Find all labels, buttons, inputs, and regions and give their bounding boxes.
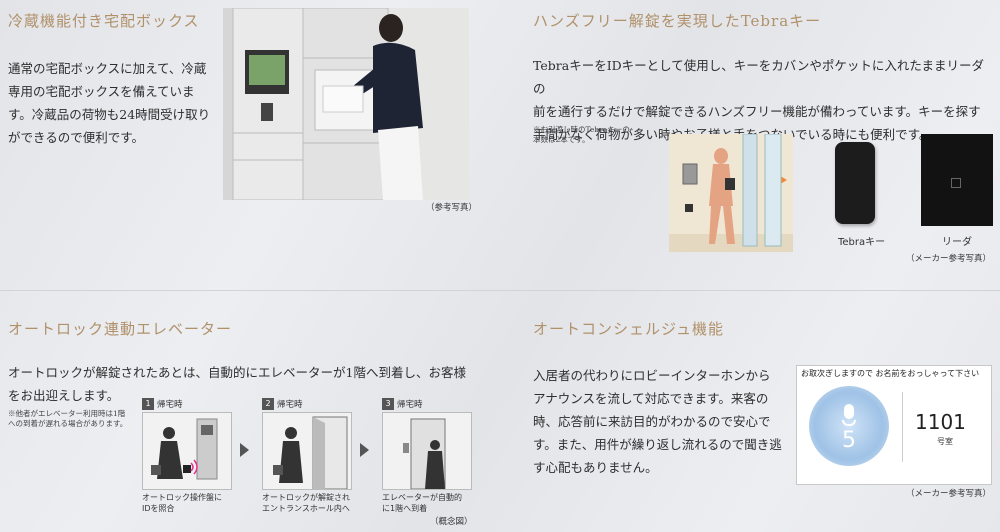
room-number: 1101 [915,410,966,434]
fridge-body: 通常の宅配ボックスに加えて、冷蔵 専用の宅配ボックスを備えていま す。冷蔵品の荷… [8,57,218,149]
step-caption-line: エレベーターが自動的 [382,493,462,502]
concierge-title: オートコンシェルジュ機能 [533,320,724,338]
reader-sensor-icon [951,178,961,188]
tebra-body-line: 前を通行するだけで解錠できるハンズフリー機能が備わっています。キーを探す [533,104,981,119]
concierge-body-line: す。また、用件が繰り返し流れるので聞き逃 [533,437,782,452]
fridge-body-line: 専用の宅配ボックスを備えていま [8,84,195,99]
section-divider [0,290,1000,291]
tebra-maker-note: （メーカー参考写真） [906,254,992,264]
step-caption-line: オートロックが解錠され [262,493,350,502]
concierge-body-line: す心配もありません。 [533,460,658,475]
step-1-image [142,412,232,490]
tebra-note-line: ※お引渡し時のTebraキーの [533,125,630,134]
handsfree-illustration [669,134,793,252]
fridge-box-photo [223,8,469,200]
panel-header: お取次ぎしますので お名前をおっしゃって下さい [801,369,980,378]
tebra-body-line: TebraキーをIDキーとして使用し、キーをカバンやポケットに入れたままリーダの [533,58,985,96]
elevator-body-line: をお出迎えします。 [8,388,120,403]
fridge-body-line: 通常の宅配ボックスに加えて、冷蔵 [8,61,207,76]
fridge-body-line: ができるので便利です。 [8,130,145,145]
tebra-key-label: Tebraキー [838,237,886,248]
step-caption-line: オートロック操作盤に [142,493,222,502]
microphone-icon [844,404,854,419]
step-arrow-icon [240,443,249,457]
step-arrow-icon [360,443,369,457]
concierge-body-line: 時、応答前に来訪目的がわかるので安心で [533,414,771,429]
step-number: 3 [382,398,394,410]
elevator-body: オートロックが解錠されたあとは、自動的にエレベーターが1階へ到着し、お客様 をお… [8,361,478,407]
countdown-ring: 5 [809,386,889,466]
concierge-body-line: アナウンスを流して対応できます。来客の [533,391,769,406]
panel-divider [902,392,903,462]
fridge-title: 冷蔵機能付き宅配ボックス [8,12,200,30]
concierge-maker-note: （メーカー参考写真） [906,489,992,499]
room-label: 号室 [937,437,953,446]
step-caption-line: エントランスホール内へ [262,504,350,513]
step-label: 帰宅時 [397,400,423,410]
concierge-body-line: 入居者の代わりにロビーインターホンから [533,368,771,383]
tebra-note-line: 本数は2本です。 [533,135,590,144]
elevator-title: オートロック連動エレベーター [8,320,233,338]
countdown-number: 5 [842,428,856,453]
step-caption-line: に1階へ到着 [382,504,428,513]
fridge-photo-note: （参考写真） [426,203,478,213]
step-caption-line: IDを照合 [142,504,175,513]
step-caption: オートロックが解錠され エントランスホール内へ [262,492,350,514]
mic-stand-icon [842,420,856,426]
step-3-image [382,412,472,490]
tebra-title: ハンズフリー解錠を実現したTebraキー [533,12,822,30]
elevator-note-line: への到着が遅れる場合があります。 [8,419,128,428]
tebra-body: TebraキーをIDキーとして使用し、キーをカバンやポケットに入れたままリーダの… [533,54,993,146]
step-label: 帰宅時 [157,400,183,410]
tebra-note: ※お引渡し時のTebraキーの 本数は2本です。 [533,125,630,145]
diagram-note: （概念図） [430,517,473,527]
step-label: 帰宅時 [277,400,303,410]
elevator-note: ※他者がエレベーター利用時は1階 への到着が遅れる場合があります。 [8,409,127,429]
tebra-key-photo [835,142,875,224]
step-number: 1 [142,398,154,410]
elevator-body-line: オートロックが解錠されたあとは、自動的にエレベーターが1階へ到着し、お客様 [8,365,466,380]
concierge-body: 入居者の代わりにロビーインターホンから アナウンスを流して対応できます。来客の … [533,364,783,479]
reader-photo [921,134,993,226]
reader-label: リーダ [942,237,972,248]
fridge-body-line: す。冷蔵品の荷物も24時間受け取り [8,107,211,122]
step-number: 2 [262,398,274,410]
step-2-image [262,412,352,490]
elevator-note-line: ※他者がエレベーター利用時は1階 [8,409,126,418]
intercom-panel: お取次ぎしますので お名前をおっしゃって下さい 5 1101 号室 [796,365,992,485]
step-caption: オートロック操作盤に IDを照合 [142,492,222,514]
step-caption: エレベーターが自動的 に1階へ到着 [382,492,462,514]
